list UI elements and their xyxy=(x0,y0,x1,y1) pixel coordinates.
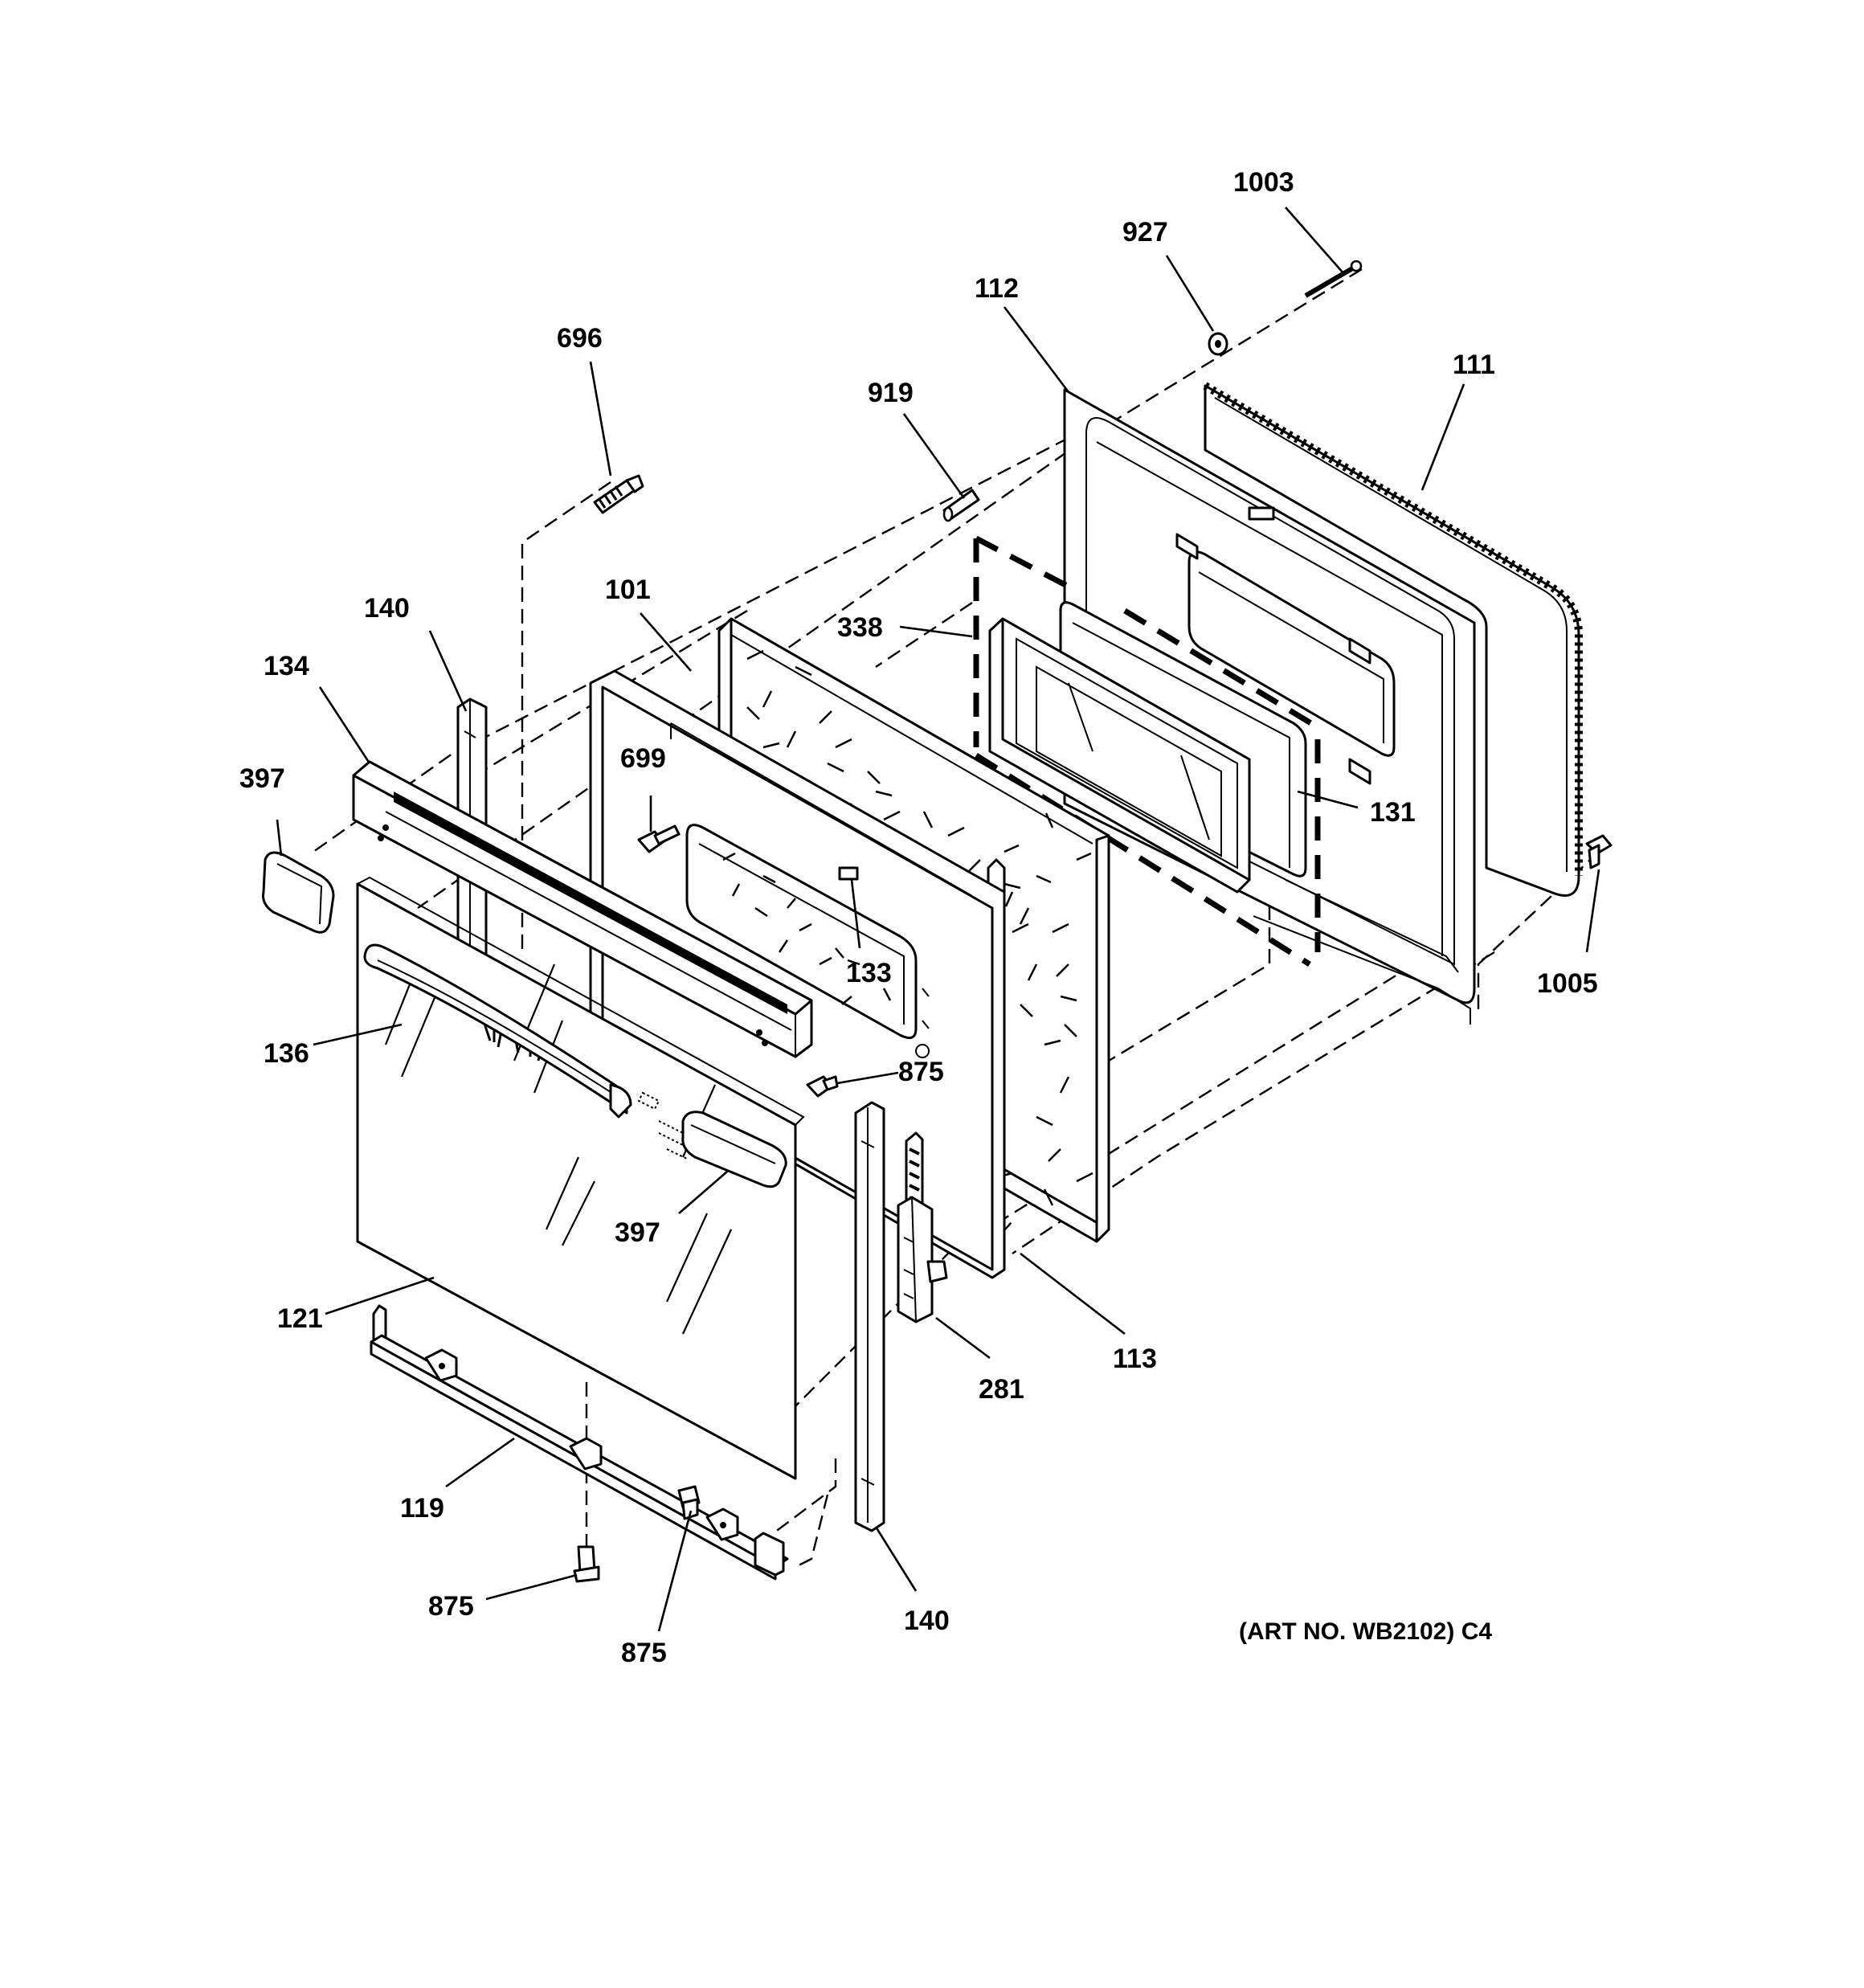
callout-136: 136 xyxy=(264,1038,309,1069)
callout-875-left: 875 xyxy=(428,1591,474,1622)
callout-1005: 1005 xyxy=(1537,968,1598,999)
door-hinge-281 xyxy=(897,1131,948,1323)
handle-end-cap-397-left xyxy=(262,851,335,934)
callout-140-top: 140 xyxy=(364,593,410,624)
callout-121: 121 xyxy=(277,1303,323,1334)
callout-338: 338 xyxy=(837,612,883,643)
door-gasket-111 xyxy=(1203,382,1583,897)
callout-875-mid: 875 xyxy=(898,1057,944,1087)
callout-leaders xyxy=(276,207,1600,1632)
callout-140-bottom: 140 xyxy=(904,1606,950,1636)
screw-1003 xyxy=(1304,260,1363,298)
callout-919: 919 xyxy=(868,378,914,408)
callout-699: 699 xyxy=(620,743,666,774)
handle-end-cap-397-right xyxy=(681,1111,787,1188)
art-number: (ART NO. WB2102) C4 xyxy=(1239,1618,1492,1645)
callout-131: 131 xyxy=(1370,797,1416,828)
callout-133: 133 xyxy=(846,958,892,988)
callout-101: 101 xyxy=(605,575,651,605)
callout-134: 134 xyxy=(264,651,309,681)
door-handle-136 xyxy=(363,943,632,1119)
callout-397-left: 397 xyxy=(239,763,285,794)
washer-927 xyxy=(1208,332,1228,356)
outer-door-glass-121 xyxy=(356,876,805,1480)
callout-112: 112 xyxy=(975,273,1019,304)
callout-labels: 1003 927 112 111 696 919 140 101 338 134… xyxy=(239,167,1598,1668)
screw-875-mid xyxy=(806,1075,839,1098)
callout-875-bottom: 875 xyxy=(621,1638,667,1668)
door-trim-140-bottom xyxy=(854,1101,885,1532)
screw-875-left xyxy=(573,1545,600,1583)
pin-919 xyxy=(942,489,980,522)
callout-119: 119 xyxy=(400,1493,444,1524)
callout-397-right: 397 xyxy=(615,1217,660,1248)
screw-699 xyxy=(637,824,681,853)
window-pack-338 xyxy=(973,535,1321,967)
inner-metal-panel-113 xyxy=(589,669,1006,1279)
callout-113: 113 xyxy=(1113,1344,1157,1374)
callout-281: 281 xyxy=(979,1374,1024,1405)
callout-1003: 1003 xyxy=(1233,167,1294,198)
callout-696: 696 xyxy=(557,323,603,354)
screw-875-bottom xyxy=(677,1485,701,1520)
callout-111: 111 xyxy=(1453,350,1495,380)
vent-trim-134 xyxy=(352,760,813,1058)
callout-927: 927 xyxy=(1122,217,1168,247)
screw-696 xyxy=(593,474,644,514)
screw-1005 xyxy=(1585,834,1613,869)
